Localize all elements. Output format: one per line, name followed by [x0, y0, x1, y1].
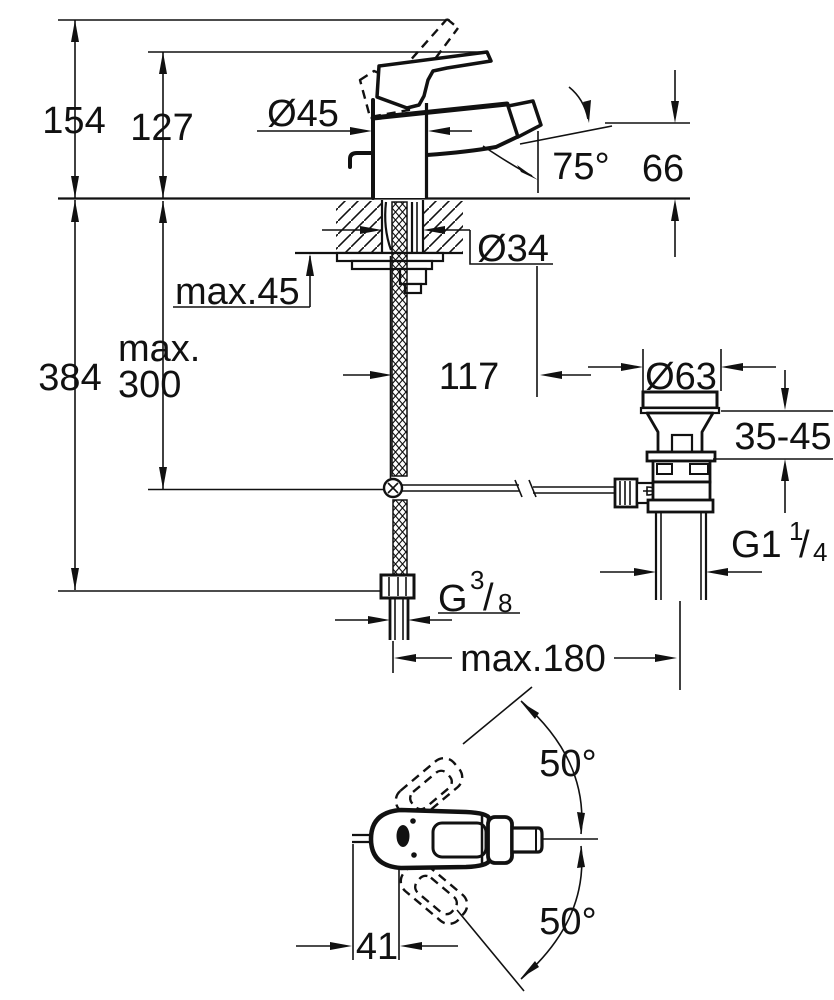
dim-154-label: 154 [42, 100, 105, 142]
aerator-outlet [506, 99, 543, 139]
overflow-slot [670, 433, 694, 454]
top-view: 50° 50° 41 [296, 686, 598, 992]
mounting-nut [646, 498, 715, 514]
deck-hatch-left [336, 201, 382, 252]
dim-41: 41 [296, 844, 458, 968]
dim-max300: max. 300 [118, 201, 385, 491]
dim-max300-label-1: max. [118, 328, 200, 370]
dia63-label: Ø63 [645, 356, 717, 398]
lever-handle [375, 50, 493, 110]
dim-154: 154 [42, 19, 450, 198]
dim-66-label: 66 [642, 148, 684, 190]
dim-384: 384 [38, 200, 382, 592]
handle-swivel-upper-dashed [394, 756, 464, 822]
g114-slash: / [799, 524, 810, 566]
drain-assembly [613, 390, 721, 690]
dim-50-lower: 50° [456, 845, 597, 992]
g38-base: G [438, 578, 468, 620]
faucet-top-outline [352, 807, 598, 871]
body-top-outline [368, 807, 492, 871]
g114-sub: 4 [813, 537, 827, 567]
dim-dia63: Ø63 [588, 349, 776, 398]
dia45-label: Ø45 [267, 93, 339, 135]
body-fill [373, 104, 518, 198]
faucet-body [348, 18, 543, 200]
g38-sub: 8 [498, 588, 512, 618]
rod-clamp-knob [613, 477, 639, 509]
handle-swivel-lower-dashed [399, 860, 469, 926]
dim-127-label: 127 [130, 107, 193, 149]
angle-50-lower-label: 50° [539, 901, 596, 943]
g38-sup: 3 [470, 565, 484, 595]
dim-dia34: Ø34 [322, 226, 553, 397]
max180-label: max.180 [460, 638, 606, 680]
dim-75deg: 75° [482, 86, 613, 193]
g114-base: G1 [731, 524, 782, 566]
aerator-top [510, 826, 544, 854]
popup-rod-linkage [382, 477, 616, 499]
dim-384-label: 384 [38, 357, 101, 399]
range-35-45-label: 35-45 [734, 416, 831, 458]
g114-sup: 1 [789, 516, 803, 546]
angle-50-upper-label: 50° [539, 743, 596, 785]
dim-max180: max.180 [392, 638, 677, 680]
dim-max300-label-2: 300 [118, 364, 181, 406]
side-view: 154 127 384 max. 300 Ø [38, 18, 833, 690]
countertop [58, 197, 690, 255]
spout-neck-top [486, 815, 514, 865]
dim-41-label: 41 [356, 926, 398, 968]
g38-slash: / [483, 577, 494, 619]
dim-117-label: 117 [439, 356, 500, 398]
dia34-label: Ø34 [477, 228, 549, 270]
handle-window [431, 821, 488, 859]
dim-g38: G 3 / 8 [335, 565, 520, 624]
supply-connector [379, 573, 416, 640]
dim-35-45: 35-45 [713, 370, 833, 513]
dim-max45: max.45 [173, 254, 314, 313]
dim-dia45: Ø45 [257, 93, 472, 135]
popup-knob-hook [348, 151, 375, 169]
max45-label: max.45 [175, 271, 300, 313]
dim-50-upper: 50° [462, 686, 597, 835]
dim-117: 117 [343, 356, 591, 398]
dim-66: 66 [605, 70, 690, 257]
rod-hole [396, 825, 410, 847]
dim-g114: G1 1 / 4 [600, 516, 827, 576]
dim-127: 127 [130, 51, 488, 198]
supply-hose [384, 201, 408, 578]
angle-75-label: 75° [552, 146, 609, 188]
